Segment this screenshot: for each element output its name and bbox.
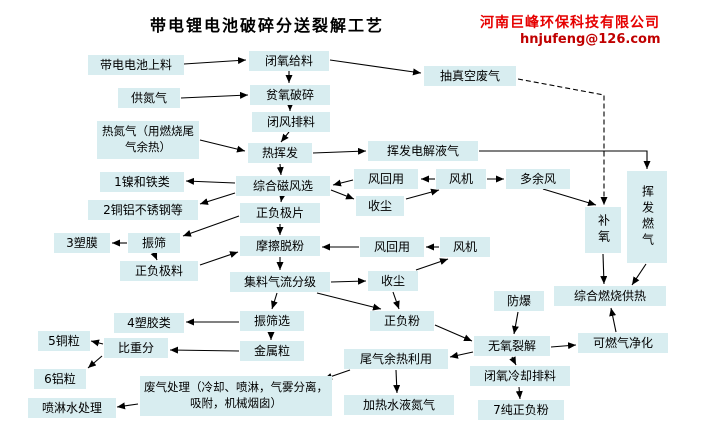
flow-arrow-electrode_sheet-to-screen1 [182, 215, 240, 237]
flow-arrow-vacuum-to-oxygen_supp [517, 78, 608, 205]
flow-arrow-classify-to-electrode_powder [316, 292, 382, 311]
flow-arrow-hot_nitrogen-to-volatilize [199, 139, 246, 153]
node-plastic_film: 3塑膜 [54, 233, 110, 253]
node-dust1: 收尘 [356, 196, 404, 216]
node-air_reuse1: 风回用 [354, 169, 418, 189]
node-electrode_mat: 正负极料 [120, 261, 198, 281]
node-discharge: 闭风排料 [252, 112, 330, 132]
flow-arrow-dust1-to-fan1 [405, 188, 440, 200]
node-gravity: 比重分 [104, 338, 168, 358]
node-spray: 喷淋水处理 [28, 398, 116, 418]
node-electrode_powder: 正负粉 [370, 311, 434, 331]
node-screen1: 振筛 [128, 233, 180, 253]
node-volatile_fuel: 挥发燃气 [627, 171, 667, 263]
node-plastics: 4塑胶类 [114, 313, 184, 333]
flow-arrow-tail_heat-to-heat_water [393, 369, 401, 394]
flow-arrow-electrolyte_gas-to-volatile_fuel [479, 150, 651, 169]
flow-arrow-gas_purify-to-combustion [609, 307, 617, 333]
flow-arrow-feed-to-closed_feed [183, 57, 247, 65]
node-al_granule: 6铝粒 [34, 369, 86, 389]
node-crush: 贫氧破碎 [250, 85, 330, 105]
flow-arrow-discharge-to-volatilize [280, 131, 290, 143]
node-fan1: 风机 [436, 169, 486, 189]
flow-arrow-dust2-to-fan2 [415, 258, 449, 271]
node-dust2: 收尘 [368, 271, 418, 291]
flow-arrow-pyrolysis-to-cooling [509, 356, 517, 366]
node-cu_granule: 5铜粒 [38, 331, 90, 351]
node-pure_powder: 7纯正负粉 [478, 400, 564, 420]
node-combustion: 综合燃烧供热 [554, 286, 666, 306]
node-cooling: 闭氧冷却排料 [470, 366, 570, 386]
flow-arrow-electrode_powder-to-pyrolysis [434, 324, 473, 342]
node-heat_water: 加热水液氮气 [344, 395, 454, 415]
flow-arrow-dust2-to-electrode_powder [392, 291, 400, 310]
flow-arrow-exp_proof-to-pyrolysis [511, 311, 519, 335]
flow-arrow-screen1-to-electrode_mat [150, 251, 158, 261]
flow-arrow-air_reuse1-to-magnetic [332, 179, 354, 187]
node-air_reuse2: 风回用 [360, 237, 424, 257]
node-pyrolysis: 无氧裂解 [474, 336, 550, 356]
node-cu_al_steel: 2铜铝不锈钢等 [88, 200, 198, 220]
flow-arrow-nitrogen-to-crush [180, 91, 249, 99]
node-classify: 集料气流分级 [230, 272, 330, 292]
node-excess_air: 多余风 [506, 169, 570, 189]
node-feed: 带电电池上料 [88, 55, 184, 75]
company-name: 河南巨峰环保科技有限公司 [480, 15, 660, 31]
node-electrode_sheet: 正负极片 [240, 203, 320, 223]
flow-arrow-magnetic-to-cu_al_steel [199, 192, 236, 205]
node-hot_nitrogen: 热氮气（用燃烧尾气余热） [97, 121, 199, 159]
flow-arrow-oxygen_supp-to-combustion [600, 253, 608, 285]
page-title: 带电锂电池破碎分送裂解工艺 [150, 16, 385, 35]
node-magnetic: 综合磁风选 [236, 176, 330, 196]
node-closed_feed: 闭氧给料 [249, 51, 329, 71]
node-friction: 摩擦脱粉 [240, 236, 320, 256]
flow-arrow-electrode_mat-to-friction [199, 251, 239, 266]
flow-arrow-magnetic-to-dust1 [330, 189, 355, 200]
flow-arrow-closed_feed-to-vacuum [329, 59, 422, 76]
company-email: hnjufeng@126.com [520, 32, 661, 47]
flow-arrow-classify-to-dust2 [330, 277, 367, 285]
node-waste_gas: 废气处理（冷却、喷淋，气雾分离，吸附，机械烟囱） [140, 376, 332, 416]
node-volatilize: 热挥发 [248, 143, 312, 163]
node-vacuum: 抽真空废气 [424, 66, 516, 86]
node-exp_proof: 防爆 [494, 291, 544, 311]
node-nickel_iron: 1镍和铁类 [100, 172, 184, 192]
flow-arrow-excess_air-to-oxygen_supp [542, 188, 597, 207]
node-oxygen_supp: 补氧 [585, 207, 621, 253]
node-tail_heat: 尾气余热利用 [344, 349, 448, 369]
node-nitrogen: 供氮气 [118, 88, 180, 108]
node-screen_sel: 振筛选 [240, 311, 304, 331]
flow-arrow-gravity-to-cu_granule [90, 339, 104, 347]
node-electrolyte_gas: 挥发电解液气 [368, 141, 478, 161]
flow-arrow-magnetic-to-nickel_iron [185, 177, 236, 185]
flow-arrow-waste_gas-to-spray [116, 402, 139, 410]
flow-arrow-magnetic-to-electrode_sheet [278, 193, 286, 203]
flow-arrow-metal_granule-to-gravity [169, 346, 240, 354]
node-metal_granule: 金属粒 [240, 341, 304, 361]
flow-arrow-volatilize-to-magnetic [276, 163, 284, 176]
flow-arrow-pyrolysis-to-gas_purify [550, 342, 577, 350]
flow-arrow-volatilize-to-electrolyte_gas [312, 147, 367, 155]
flow-arrow-cooling-to-pure_powder [515, 386, 523, 400]
flow-arrow-classify-to-screen_sel [271, 292, 278, 310]
node-gas_purify: 可燃气净化 [578, 333, 668, 353]
node-fan2: 风机 [440, 237, 490, 257]
flow-arrow-volatile_fuel-to-combustion [631, 263, 647, 286]
flow-arrow-gravity-to-al_granule [87, 355, 103, 369]
flow-arrow-pyrolysis-to-tail_heat [449, 351, 474, 359]
